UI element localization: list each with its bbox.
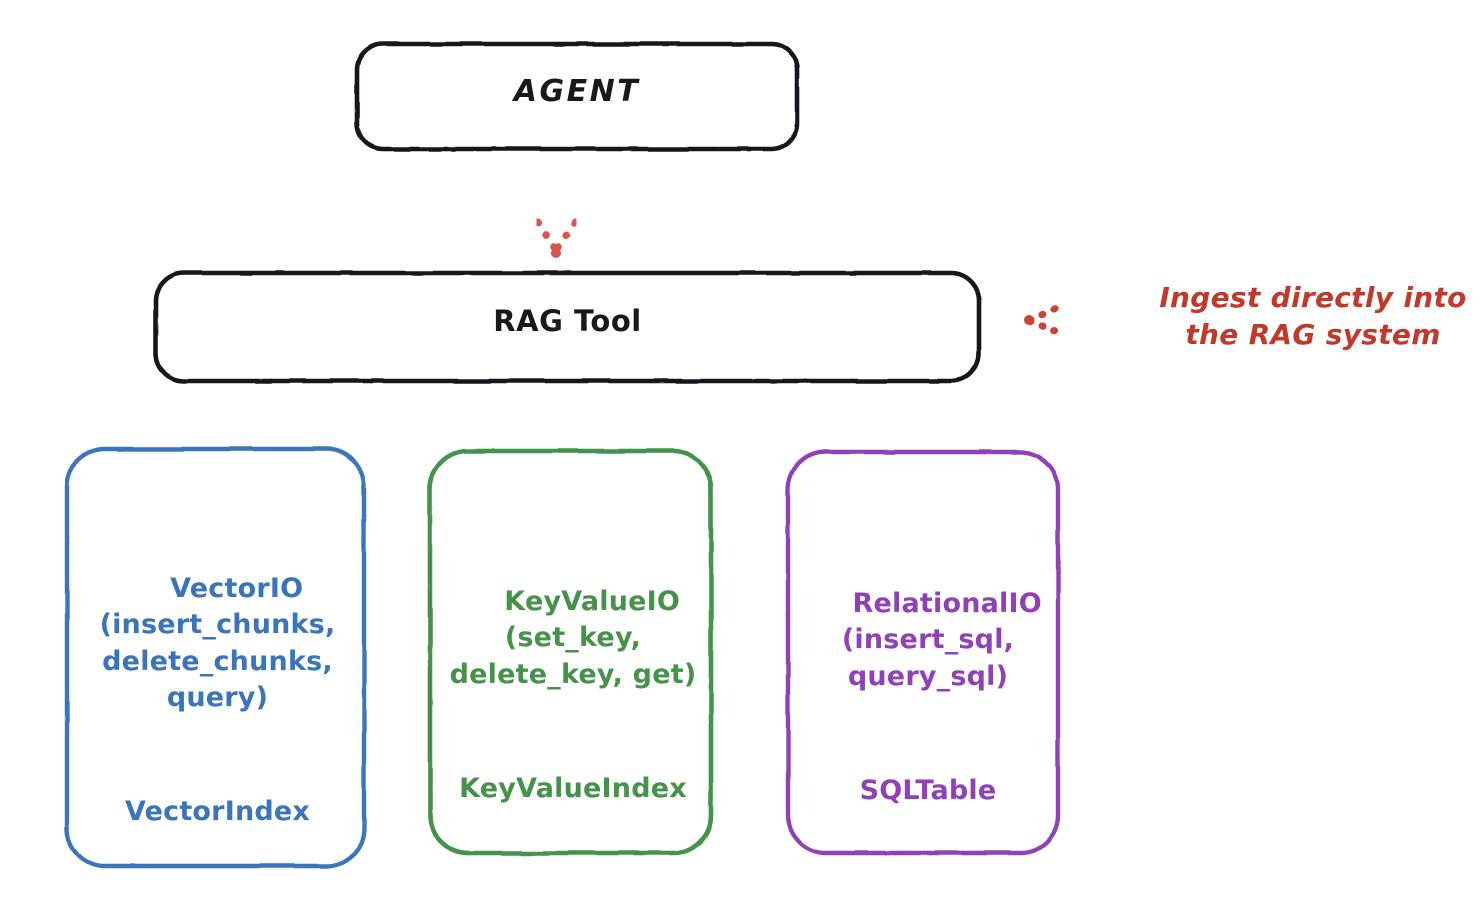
key-value-io-node[interactable]: [428, 449, 713, 855]
vector-io-methods: VectorIO (insert_chunks, delete_chunks, …: [99, 573, 336, 713]
agent-label: AGENT: [513, 74, 641, 109]
rag-tool-label: RAG Tool: [493, 304, 642, 338]
ingest-annotation-label: Ingest directly into the RAG system: [1159, 281, 1467, 351]
key-value-io-index-label: KeyValueIndex: [459, 772, 687, 804]
vector-io-node[interactable]: [65, 447, 365, 868]
relational-io-node[interactable]: [786, 450, 1060, 855]
relational-io-methods: RelationalIO (insert_sql, query_sql): [841, 588, 1042, 692]
vector-io-label: VectorIO (insert_chunks, delete_chunks, …: [45, 535, 390, 902]
relational-io-label: RelationalIO (insert_sql, query_sql) SQL…: [768, 550, 1088, 881]
relational-io-table-label: SQLTable: [859, 774, 997, 806]
dotted-arrow-down-icon: [534, 168, 579, 258]
vector-io-index-label: VectorIndex: [124, 795, 311, 827]
key-value-io-methods: KeyValueIO (set_key, delete_key, get): [449, 586, 697, 690]
dotted-arrow-left-icon: [1024, 302, 1132, 338]
key-value-io-label: KeyValueIO (set_key, delete_key, get) Ke…: [408, 548, 738, 879]
rag-tool-node[interactable]: [155, 272, 980, 382]
agent-node[interactable]: [356, 43, 798, 150]
